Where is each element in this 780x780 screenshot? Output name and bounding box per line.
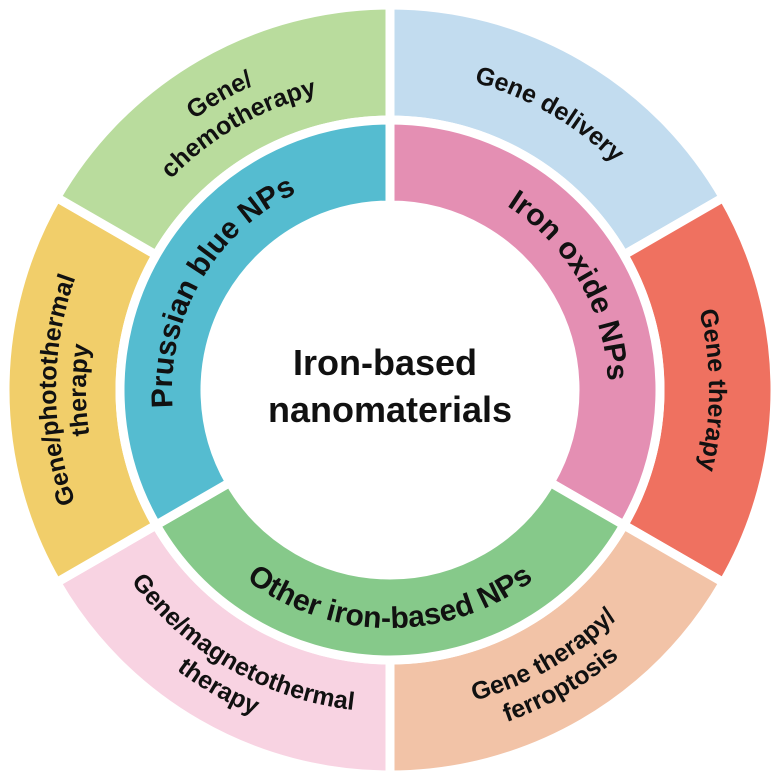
center-title-line-1: Iron-based bbox=[293, 342, 477, 383]
center-node: Iron-based nanomaterials bbox=[205, 205, 575, 575]
center-circle bbox=[205, 205, 575, 575]
center-title-line-2: nanomaterials bbox=[268, 389, 512, 430]
center-title: Iron-based nanomaterials bbox=[268, 342, 512, 430]
